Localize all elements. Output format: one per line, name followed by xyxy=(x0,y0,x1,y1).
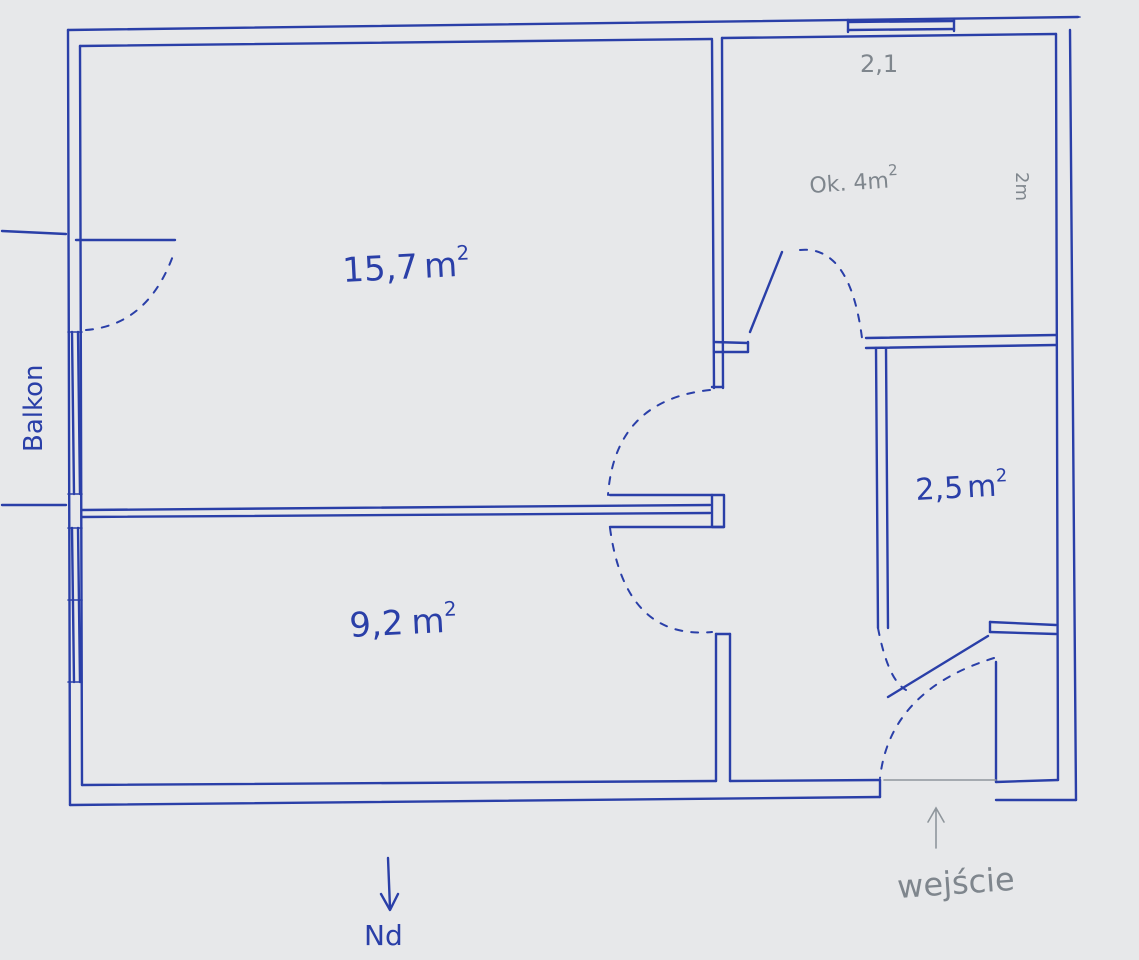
kitchen-door-leaf xyxy=(748,250,784,334)
balcony-windows xyxy=(67,330,83,684)
window-width-label: 2,1 xyxy=(860,50,898,78)
bathroom-walls xyxy=(864,333,1058,784)
entrance-marker xyxy=(883,779,997,849)
room-divider-wall xyxy=(80,493,726,529)
lower-room-door-wall xyxy=(714,632,732,783)
bathroom-area: 2,5m2 xyxy=(914,465,1008,508)
side-dimension: 2m xyxy=(1011,172,1032,201)
kitchen-wall xyxy=(710,36,750,390)
kitchen-area: Ok. 4m2 xyxy=(808,161,899,199)
balcony-label: Balkon xyxy=(19,364,49,452)
north-label: Nd xyxy=(364,919,403,952)
top-window xyxy=(846,17,956,34)
large-room-door-swing xyxy=(607,389,711,496)
bathroom-door-swing xyxy=(877,627,907,691)
entrance-label: wejście xyxy=(896,860,1016,906)
outer-walls xyxy=(66,15,1080,807)
entrance-door-swing xyxy=(879,657,995,779)
small-room-door-swing xyxy=(609,527,713,634)
balcony-marker xyxy=(0,229,68,507)
doors xyxy=(74,238,995,779)
entrance-arrow xyxy=(927,806,945,849)
kitchen-door-swing xyxy=(799,248,863,339)
bathroom-door-leaf xyxy=(886,634,990,699)
north-arrow xyxy=(379,856,400,912)
balcony-door-swing xyxy=(85,249,176,331)
